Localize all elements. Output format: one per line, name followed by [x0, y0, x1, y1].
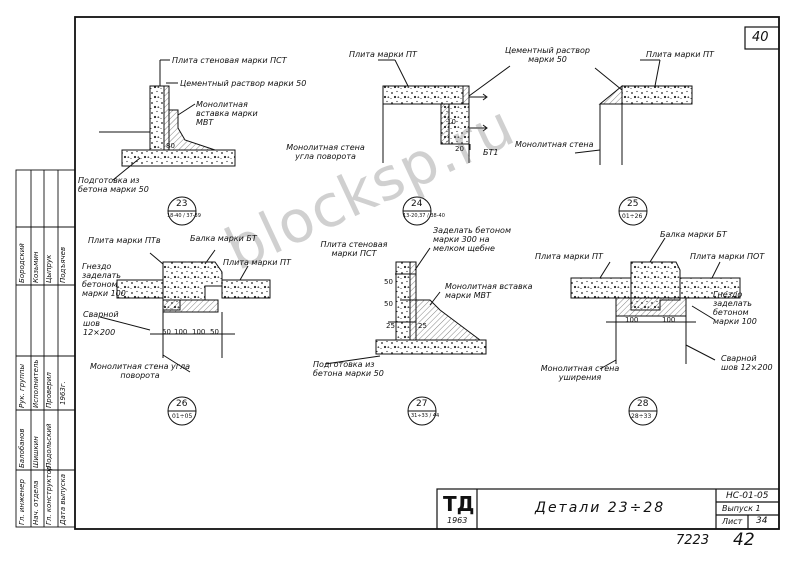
d26-label-weld: Сварной шов 12×200 — [83, 310, 119, 337]
detail-24-drawing — [378, 59, 511, 226]
d27-label-wall-panel: Плита стеновая марки ПСТ — [320, 240, 388, 258]
d28-label-fill: Гнездо заделать бетоном марки 100 — [713, 290, 757, 326]
d27-dim-2: 50 — [384, 300, 393, 308]
stamp-name-1: Балобанов — [18, 428, 26, 468]
d25-sheet: 01÷26 — [622, 213, 643, 220]
stamp-name-6: Цыпрук — [45, 254, 53, 283]
stamp-name-7: Подъячев — [59, 246, 67, 283]
logo-td: ТД — [443, 492, 475, 516]
d25-number: 25 — [627, 199, 639, 209]
d28-number: 28 — [637, 399, 649, 409]
d23-label-prep: Подготовка из бетона марки 50 — [78, 176, 149, 194]
stamp-role-4: Рук. группы — [18, 364, 26, 408]
d26-label-fill: Гнездо заделать бетоном марки 100 — [82, 262, 126, 298]
side-stamp-grid — [15, 169, 76, 528]
d24-sheet: 13-20,37 / 38-40 — [403, 213, 445, 219]
stamp-role-6: Проверил — [45, 372, 53, 408]
d28-label-beam: Балка марки БТ — [660, 230, 727, 239]
d26-label-slab-ptb: Плита марки ПТв — [88, 236, 161, 245]
d24-label-slab: Плита марки ПТ — [349, 50, 417, 59]
d24-dim-10: 10 — [447, 118, 456, 126]
stamp-role-1: Гл. инженер — [18, 479, 26, 525]
d26-dim-4: 50 — [210, 328, 219, 336]
sheet-label: Лист — [722, 517, 743, 526]
d27-dim-3: 25 — [386, 322, 395, 330]
stamp-role-3: Гл. конструктор — [45, 465, 53, 525]
d28-dim-2: 100 — [662, 316, 676, 324]
d27-number: 27 — [416, 399, 428, 409]
d28-label-weld: Сварной шов 12×200 — [721, 354, 773, 372]
detail-23-drawing — [99, 59, 236, 226]
stamp-name-2: Шишкин — [32, 436, 40, 468]
stamp-name-4: Бородский — [18, 243, 26, 283]
d28-dim-1: 100 — [625, 316, 639, 324]
issue-label: Выпуск 1 — [722, 504, 761, 513]
d26-label-slab: Плита марки ПТ — [223, 258, 291, 267]
logo-year: 1963 — [447, 516, 468, 525]
d25-label-slab: Плита марки ПТ — [646, 50, 714, 59]
stamp-name-5: Козьмин — [32, 251, 40, 283]
d28-label-wall: Монолитная стена уширения — [540, 364, 620, 382]
sheet-title: Детали 23÷28 — [535, 500, 666, 516]
d26-label-wall: Монолитная стена угла поворота — [90, 362, 190, 380]
d24-dim-20: 20 — [455, 145, 464, 153]
d26-dim-2: 100 — [174, 328, 188, 336]
page-number: 40 — [752, 30, 769, 45]
bottom-number-right: 42 — [733, 530, 755, 550]
d23-label-wall-panel: Плита стеновая марки ПСТ — [172, 56, 287, 65]
d27-sheet: 31÷33 / 44 — [411, 413, 440, 419]
d23-dim-80: 80 — [166, 142, 175, 150]
d26-sheet: 01÷05 — [172, 413, 193, 420]
d23-label-mortar: Цементный раствор марки 50 — [180, 79, 307, 88]
stamp-role-7: Дата выпуска — [59, 473, 67, 525]
stamp-name-3: Подольский — [45, 423, 53, 468]
stamp-date: 1963г. — [59, 381, 67, 405]
d26-number: 26 — [176, 399, 188, 409]
bottom-number-left: 7223 — [676, 533, 710, 548]
d26-label-beam: Балка марки БТ — [190, 234, 257, 243]
d27-label-fill: Заделать бетоном марки 300 на мелком щеб… — [433, 226, 511, 253]
d27-label-prep: Подготовка из бетона марки 50 — [313, 360, 384, 378]
d27-label-insert: Монолитная вставка марки МВТ — [445, 282, 533, 300]
detail-25-drawing — [574, 59, 693, 226]
sheet-number: 34 — [756, 516, 768, 526]
d24-number: 24 — [411, 199, 423, 209]
doc-code: НС-01-05 — [726, 491, 769, 501]
stamp-role-2: Нач. отдела — [32, 480, 40, 525]
detail-27-drawing — [324, 247, 487, 426]
title-block-grid — [436, 488, 780, 530]
d24-label-tie: БТ1 — [483, 148, 499, 157]
detail-28-drawing — [570, 237, 741, 426]
d26-dim-3: 100 — [192, 328, 206, 336]
d23-number: 23 — [176, 199, 188, 209]
stamp-role-5: Исполнитель — [32, 359, 40, 408]
d26-dim-1: 50 — [162, 328, 171, 336]
d23-sheet: 18-40 / 37-39 — [167, 213, 201, 219]
detail-26-drawing — [99, 249, 271, 426]
d25-label-wall: Монолитная стена — [515, 140, 594, 149]
d28-sheet: 28÷33 — [631, 413, 652, 420]
d28-label-slab: Плита марки ПТ — [535, 252, 603, 261]
d23-label-insert: Монолитная вставка марки МВТ — [196, 100, 258, 127]
page-number-box — [744, 26, 780, 50]
d27-dim-1: 50 — [384, 278, 393, 286]
d27-dim-4: 25 — [418, 322, 427, 330]
d24-label-mortar: Цементный раствор марки 50 — [505, 46, 590, 64]
d28-label-slab-ptt: Плита марки ПОТ — [690, 252, 765, 261]
d24-label-wall: Монолитная стена угла поворота — [286, 143, 365, 161]
